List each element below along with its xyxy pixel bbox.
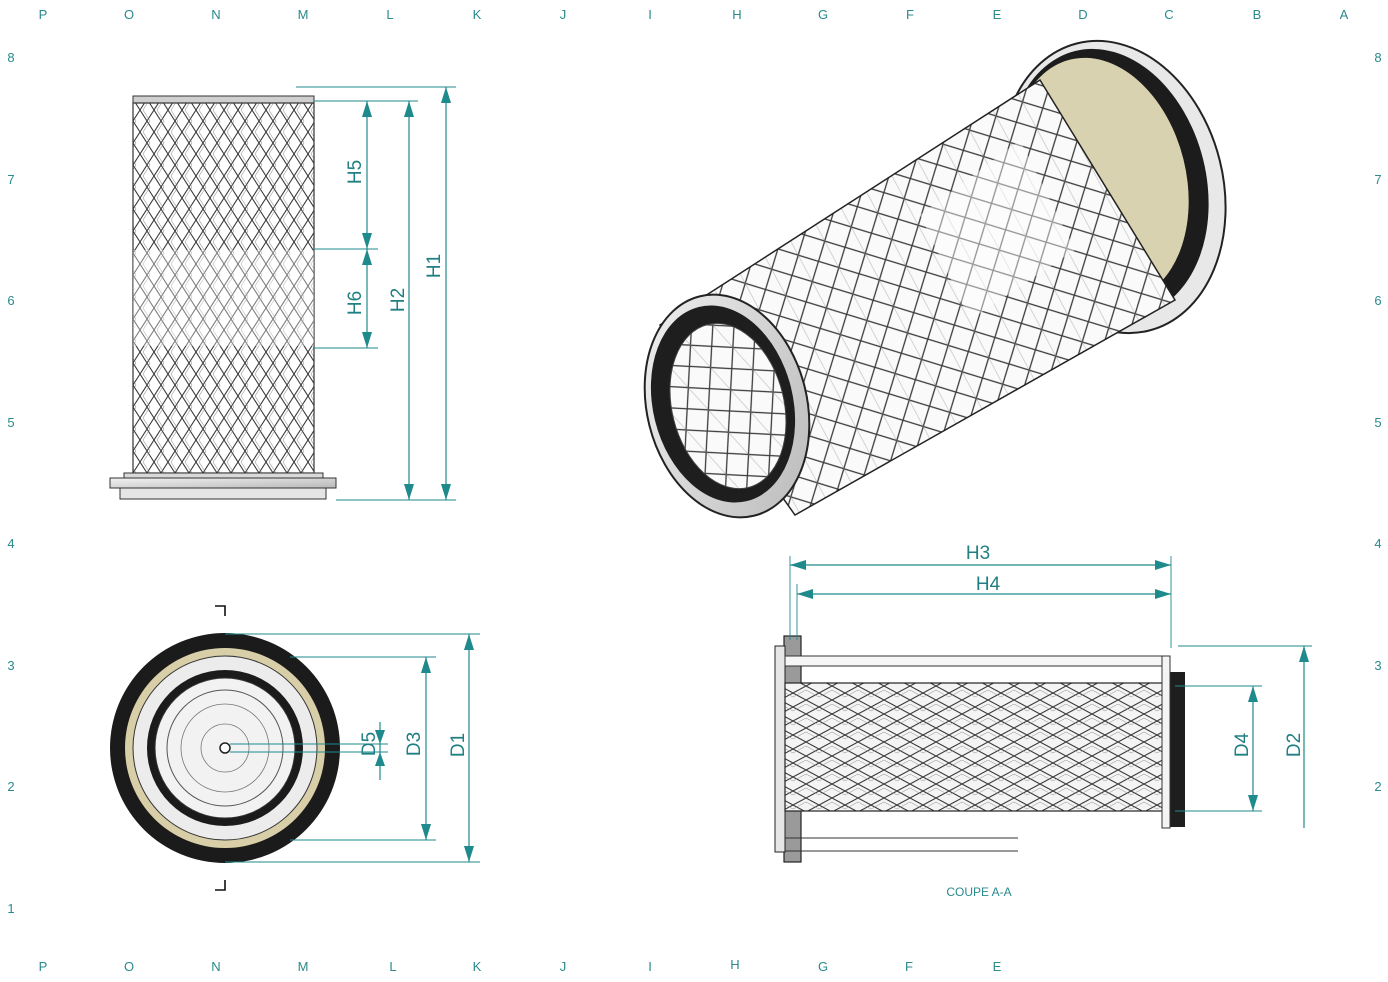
section-view	[774, 635, 1185, 863]
base-flange-lower	[119, 487, 327, 500]
col-label: I	[648, 7, 652, 22]
col-label: N	[211, 959, 220, 974]
end-cap-ring	[180, 703, 270, 793]
section-view-dimensions: H3 H4 D4 D2	[789, 543, 1312, 828]
col-label: E	[993, 959, 1002, 974]
col-label: H	[730, 957, 739, 972]
row-label: 7	[1374, 172, 1381, 187]
top-cap	[132, 95, 315, 104]
dim-label-h1: H1	[424, 254, 445, 278]
lower-seal	[123, 472, 324, 479]
col-label: P	[39, 7, 48, 22]
isometric-view	[643, 39, 1227, 519]
end-cap-ring	[200, 723, 250, 773]
end-seal	[1167, 672, 1185, 827]
grid-labels-left: 8 7 6 5 4 3 2 1	[7, 50, 14, 916]
dim-label-d5: D5	[359, 732, 380, 756]
row-label: 2	[1374, 779, 1381, 794]
front-inner-mesh	[669, 322, 787, 490]
col-label: D	[1078, 7, 1087, 22]
col-label: P	[39, 959, 48, 974]
row-label: 4	[1374, 536, 1381, 551]
end-cap-ring	[166, 689, 284, 807]
grid-labels-bottom: P O N M L K J I H G F E	[39, 957, 1002, 974]
section-mesh	[784, 682, 1171, 812]
mesh-highlight	[133, 250, 314, 346]
end-view-dimensions: D5 D3 D1	[225, 633, 480, 863]
col-label: H	[732, 7, 741, 22]
front-view	[109, 95, 337, 500]
row-label: 5	[7, 415, 14, 430]
dim-label-d4: D4	[1232, 732, 1253, 757]
col-label: O	[124, 959, 134, 974]
end-view	[110, 605, 340, 891]
section-caption: COUPE A-A	[946, 885, 1011, 899]
row-label: 1	[7, 901, 14, 916]
base-flange	[109, 477, 337, 489]
outer-wall-top	[784, 655, 1171, 667]
grid-labels-right: 8 7 6 5 4 3 2	[1374, 50, 1381, 794]
col-label: K	[473, 959, 482, 974]
dim-label-h2: H2	[388, 288, 409, 312]
col-label: G	[818, 959, 828, 974]
col-label: B	[1253, 7, 1262, 22]
center-hole	[219, 742, 231, 754]
end-cap-section	[1161, 655, 1171, 829]
col-label: F	[905, 959, 913, 974]
row-label: 7	[7, 172, 14, 187]
col-label: J	[560, 7, 567, 22]
col-label: L	[389, 959, 396, 974]
front-view-dimensions: H5 H6 H2 H1	[296, 86, 456, 501]
col-label: I	[648, 959, 652, 974]
dim-label-h3: H3	[966, 543, 990, 564]
row-label: 6	[1374, 293, 1381, 308]
col-label: F	[906, 7, 914, 22]
row-label: 5	[1374, 415, 1381, 430]
col-label: K	[473, 7, 482, 22]
row-label: 4	[7, 536, 14, 551]
col-label: J	[560, 959, 567, 974]
col-label: G	[818, 7, 828, 22]
row-label: 6	[7, 293, 14, 308]
dim-label-h6: H6	[345, 291, 366, 315]
dim-label-d3: D3	[404, 732, 425, 756]
col-label: C	[1164, 7, 1173, 22]
col-label: E	[993, 7, 1002, 22]
dim-label-d1: D1	[448, 733, 469, 757]
row-label: 2	[7, 779, 14, 794]
flange-plate	[774, 645, 786, 853]
dim-label-h4: H4	[976, 574, 1001, 595]
row-label: 3	[7, 658, 14, 673]
row-label: 8	[1374, 50, 1381, 65]
row-label: 3	[1374, 658, 1381, 673]
col-label: L	[386, 7, 393, 22]
mesh-body	[132, 102, 315, 474]
section-marker	[215, 605, 226, 891]
col-label: A	[1340, 7, 1349, 22]
dim-label-h5: H5	[345, 160, 366, 184]
dim-label-d2: D2	[1284, 733, 1305, 757]
row-label: 8	[7, 50, 14, 65]
grid-labels-top: P O N M L K J I H G F E D C B A	[39, 7, 1349, 22]
col-label: O	[124, 7, 134, 22]
col-label: M	[298, 7, 309, 22]
iso-mesh-highlight	[920, 140, 1075, 320]
col-label: N	[211, 7, 220, 22]
col-label: M	[298, 959, 309, 974]
